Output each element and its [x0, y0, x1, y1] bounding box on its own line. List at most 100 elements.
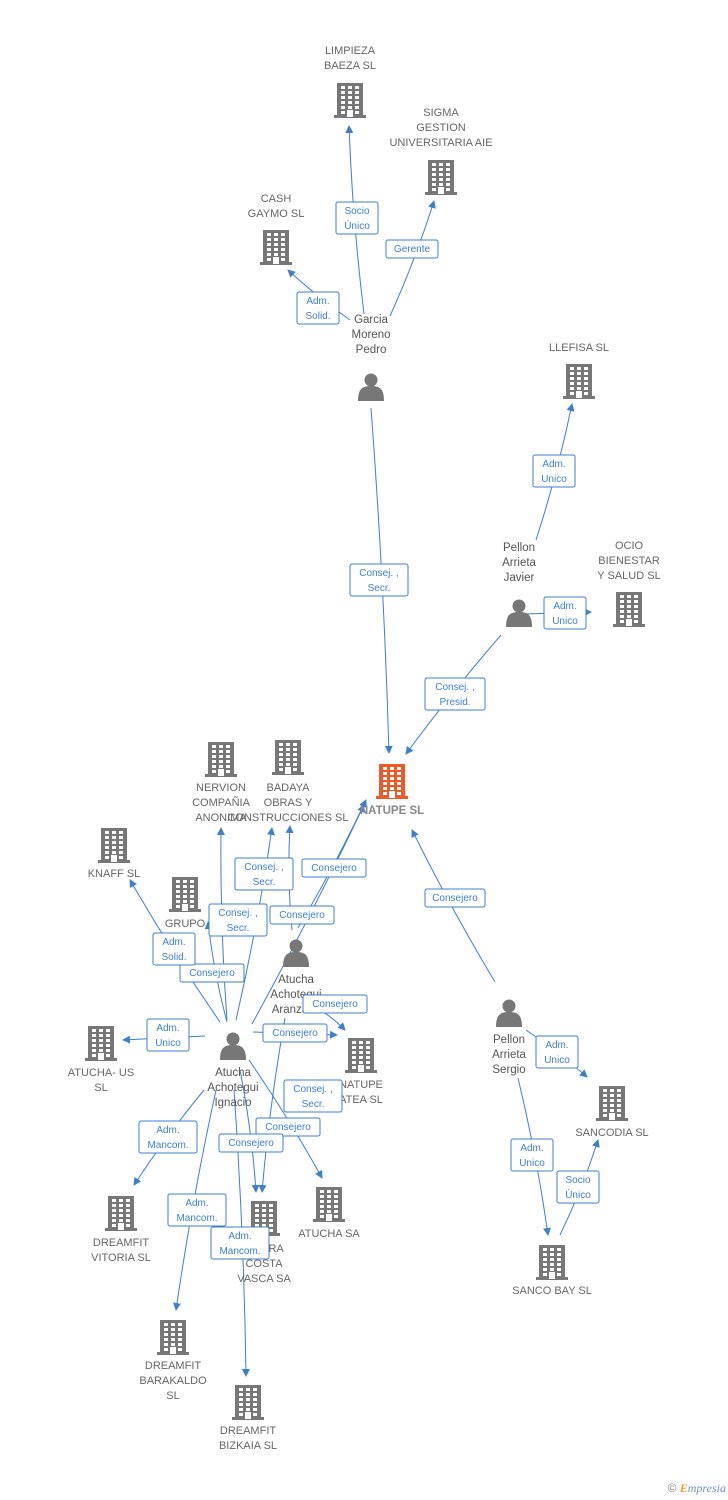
edge-label-text: Adm. [156, 1125, 179, 1136]
edge-label-box [335, 201, 379, 235]
footer-credit: © Empresia [668, 1481, 726, 1496]
edge-label-text: Solid. [305, 311, 330, 322]
edge-label[interactable]: Gerente [385, 239, 439, 259]
edge-label[interactable]: Consej. ,Secr. [283, 1079, 343, 1113]
edge-label[interactable]: Adm.Mancom. [138, 1120, 198, 1154]
edge-label[interactable]: Consej. ,Secr. [349, 563, 409, 597]
edge-label[interactable]: Consejero [179, 963, 245, 983]
edge-label-text: Adm. [542, 459, 565, 470]
edge-label[interactable]: Adm.Mancom. [210, 1226, 270, 1260]
edge-label[interactable]: Consej. ,Presid. [424, 677, 486, 711]
edge-label[interactable]: Adm.Solid. [152, 932, 196, 966]
node-label-line: UNIVERSITARIA AIE [389, 137, 492, 149]
edge-label-text: Presid. [439, 697, 470, 708]
copyright-symbol: © [667, 1481, 677, 1495]
edge-label-text: Socio [565, 1175, 590, 1186]
node-label-line: KNAFF SL [88, 868, 141, 880]
edge-label-box [302, 994, 368, 1014]
edge-label[interactable]: Consejero [218, 1133, 284, 1153]
edge-label[interactable]: Consejero [302, 994, 368, 1014]
brand-logo[interactable]: Empresia [679, 1481, 726, 1495]
edge-label[interactable]: Adm.Mancom. [167, 1193, 227, 1227]
node-label-line: SANCODIA SL [575, 1127, 648, 1139]
edge-label-box [301, 858, 367, 878]
edge-label-text: Solid. [161, 952, 186, 963]
edge-label-box [234, 857, 294, 891]
edge-label-text: Consej. , [359, 568, 398, 579]
edge-label-box [532, 454, 576, 488]
person-icon [283, 939, 309, 967]
edge-label-box [510, 1138, 554, 1172]
node-label-line: ATEA SL [339, 1094, 383, 1106]
node-label-line: Sergio [492, 1064, 525, 1076]
edge-label-text: Consej. , [218, 908, 257, 919]
node-label-line: Moreno [352, 329, 391, 341]
company-node-sancodia[interactable]: SANCODIA SL [575, 1086, 649, 1139]
edge-label-text: Consejero [432, 893, 478, 904]
node-label-line: Y SALUD SL [597, 570, 660, 582]
node-label-line: DREAMFIT [145, 1360, 202, 1372]
node-label-line: VITORIA SL [91, 1252, 151, 1264]
node-label-line: LLEFISA SL [549, 342, 609, 354]
company-node-knaff[interactable]: KNAFF SL [88, 828, 141, 880]
edge-label[interactable]: Adm.Unico [510, 1138, 554, 1172]
building-icon [98, 828, 130, 863]
edge-label[interactable]: Consejero [262, 1023, 328, 1043]
edge-label-text: Consejero [265, 1122, 311, 1133]
edge-label-text: Único [344, 219, 370, 232]
building-icon [345, 1038, 377, 1073]
company-node-sancobay[interactable]: SANCO BAY SL [512, 1245, 592, 1297]
edge-label[interactable]: Consejero [301, 858, 367, 878]
edge-label[interactable]: Consej. ,Secr. [208, 903, 268, 937]
building-icon [85, 1026, 117, 1061]
edge-label[interactable]: Consej. ,Secr. [234, 857, 294, 891]
company-node-atuchasa[interactable]: ATUCHA SA [298, 1187, 360, 1240]
edge-label-text: Consejero [312, 999, 358, 1010]
node-label-line: BARAKALDO [139, 1375, 207, 1387]
edge-label-box [556, 1170, 600, 1204]
edge-label-box [262, 1023, 328, 1043]
edge-label-text: Unico [541, 474, 567, 485]
edge-label[interactable]: Adm. Unico [532, 454, 576, 488]
building-icon [334, 83, 366, 118]
building-icon [563, 364, 595, 399]
edge-label[interactable]: Adm.Unico [146, 1018, 190, 1052]
edge-label[interactable]: Adm.Unico [535, 1035, 579, 1069]
node-label-line: Atucha [215, 1067, 251, 1079]
building-icon [313, 1187, 345, 1222]
edge-label[interactable]: Consejero [269, 905, 335, 925]
edge-label-text: Consejero [279, 910, 325, 921]
company-node-natupe[interactable]: NATUPE SL [360, 764, 424, 817]
edge-label[interactable]: Consejero [424, 888, 486, 908]
person-icon [496, 999, 522, 1027]
edge-label[interactable]: Adm.Unico [543, 596, 587, 630]
building-icon [205, 742, 237, 777]
node-label-line: BIZKAIA SL [219, 1440, 277, 1452]
edge-label[interactable]: Adm.Solid. [296, 291, 340, 325]
edge-aranzazu-costa [258, 1017, 286, 1193]
edge-label-text: Consejero [228, 1138, 274, 1149]
edge-ignacio-costa [239, 1069, 260, 1193]
edge-label-text: Consej. , [293, 1084, 332, 1095]
edge-label[interactable]: Consejero [255, 1117, 321, 1137]
company-node-llefisa[interactable]: LLEFISA SL [549, 342, 609, 399]
edge-label-text: Mancom. [176, 1213, 217, 1224]
node-label-line: ATUCHA SA [298, 1228, 360, 1240]
